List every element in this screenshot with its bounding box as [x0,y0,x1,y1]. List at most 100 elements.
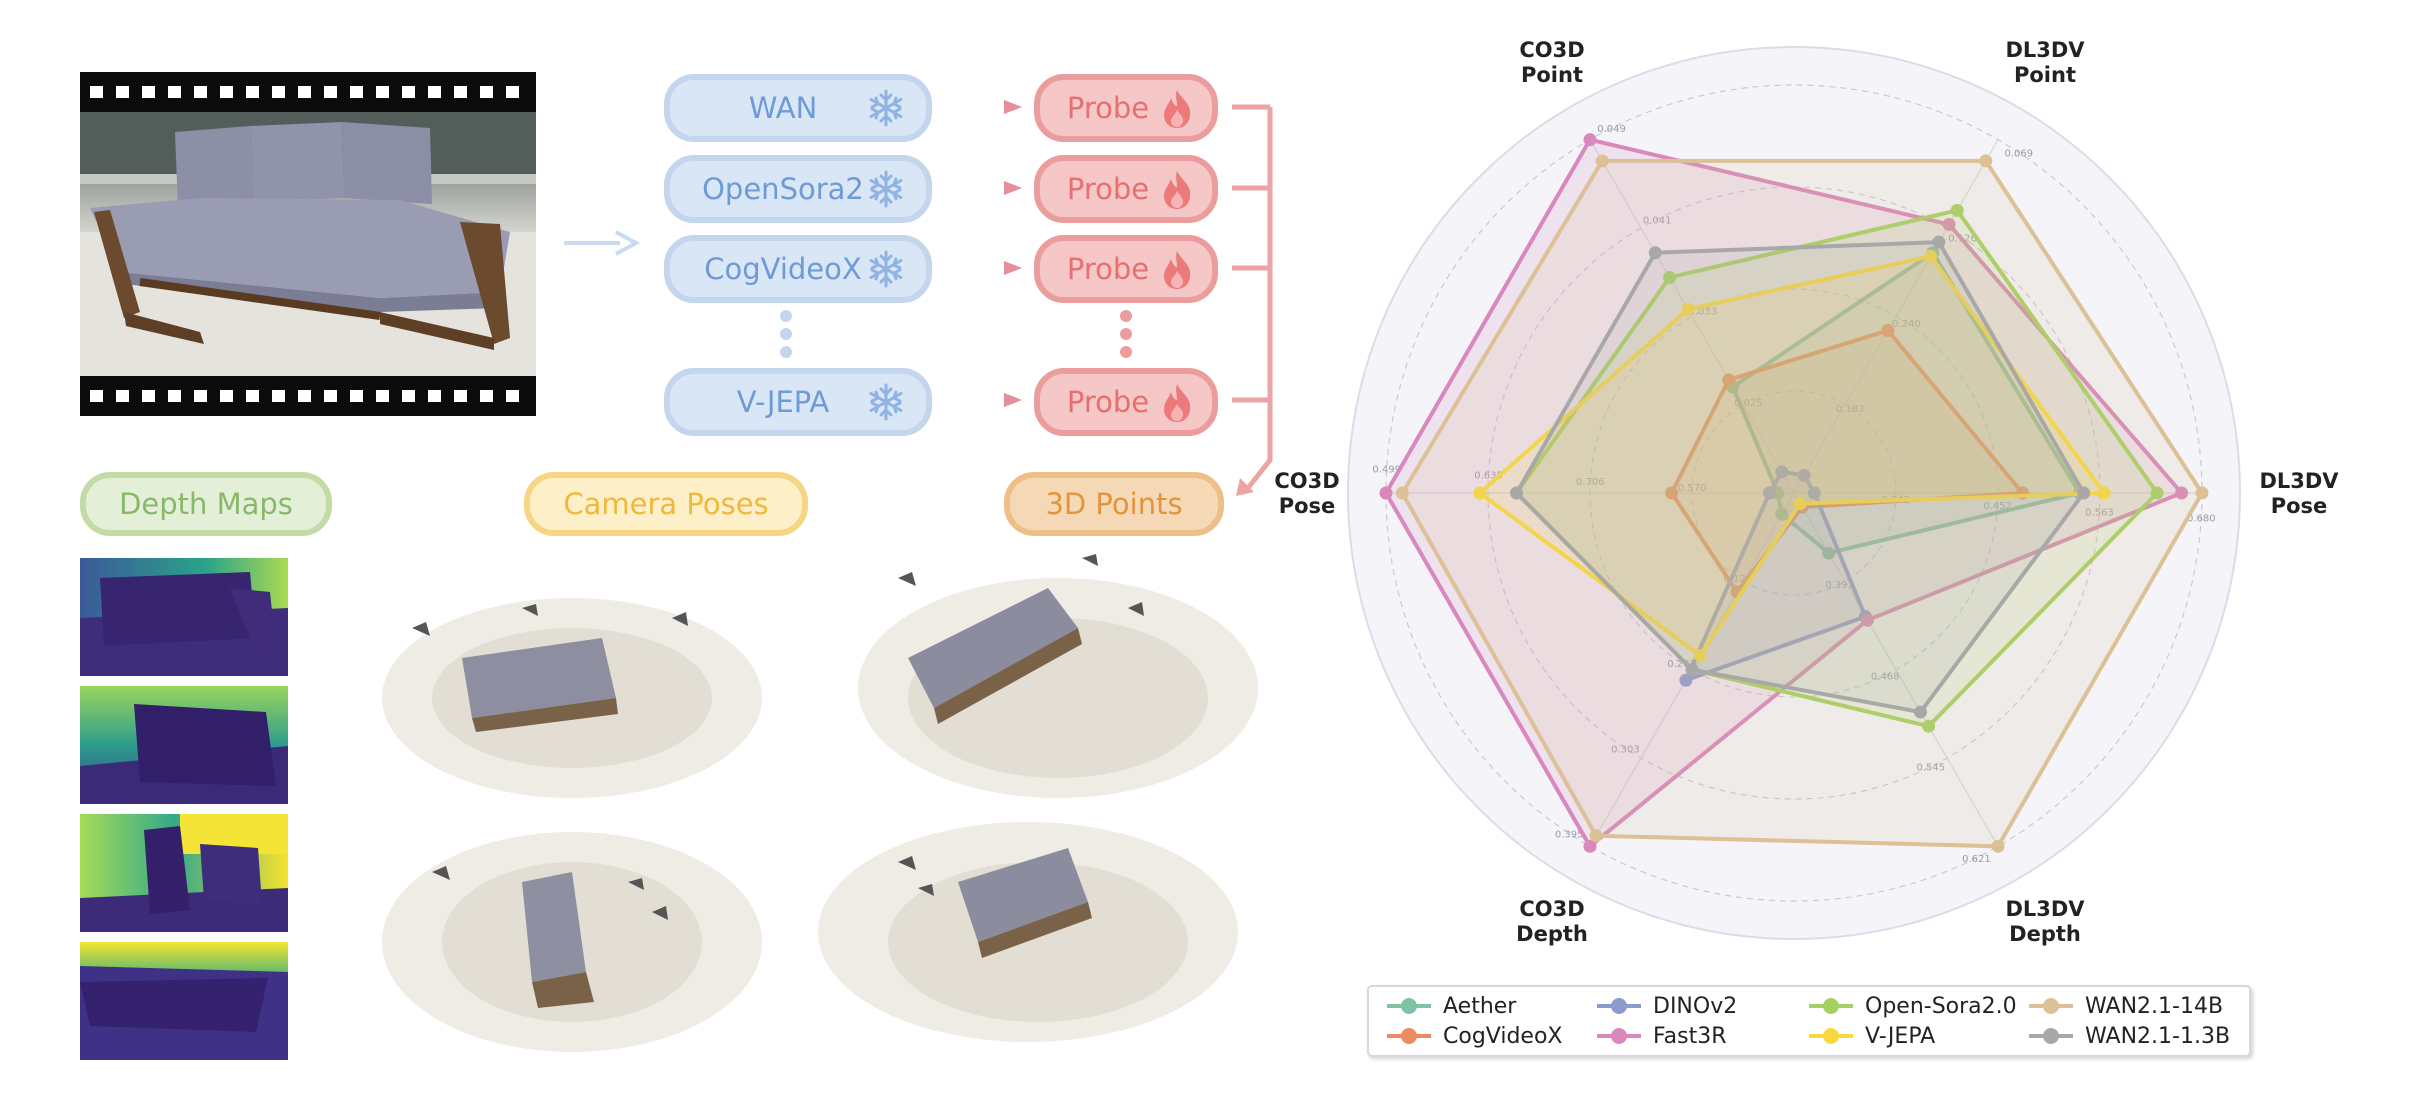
radar-data-point [1913,705,1927,719]
legend-marker [1597,998,1641,1014]
radar-data-point [1924,249,1938,263]
legend-label: WAN2.1-1.3B [2085,1023,2231,1049]
probe-box-4: Probe [1034,368,1218,436]
radar-data-point [2077,486,2091,500]
radar-data-point [1991,839,2005,853]
film-perforation [350,86,363,98]
legend-item: CogVideoX [1387,1021,1563,1051]
radar-data-point [1589,829,1603,843]
film-perforation [142,390,155,402]
film-perforations-top [80,72,536,112]
input-video-film-strip [80,72,536,416]
film-perforation [506,390,519,402]
film-perforation [324,86,337,98]
legend-item: WAN2.1-14B [2029,991,2223,1021]
fire-icon [1164,384,1191,422]
fire-icon [1164,90,1191,128]
radar-spoke [1589,139,1795,494]
film-perforation [116,86,129,98]
film-perforation [246,86,259,98]
film-perforation [194,86,207,98]
radar-series-v-jepa [1473,249,2111,663]
probe-box-3: Probe [1034,235,1218,303]
model-label-vjepa: V-JEPA [736,385,830,419]
film-perforation [298,390,311,402]
radar-data-point [1583,133,1597,147]
radar-grid [1347,46,2241,940]
radar-data-point [1922,719,1936,733]
radar-data-point [1979,154,1993,168]
axis-label-line1: CO3D [1274,469,1339,493]
point-cloud-view [818,822,1238,1042]
legend-marker [2029,1028,2073,1044]
radar-data-point [2195,486,2209,500]
legend-item: V-JEPA [1809,1021,1935,1051]
film-perforation [194,390,207,402]
film-perforation [428,390,441,402]
film-perforation [454,390,467,402]
film-perforation [324,390,337,402]
radar-data-point [1775,507,1789,521]
radar-tick-label: 0.680 [2187,513,2216,524]
model-box-vjepa: V-JEPA [664,368,932,436]
radar-data-point [1648,246,1662,260]
depth-map-thumbnail [80,942,288,1060]
film-perforation [168,86,181,98]
legend-marker [1597,1028,1641,1044]
radar-data-point [1379,486,1393,500]
output-depth-maps: Depth Maps [80,472,332,536]
film-perforation [272,390,285,402]
radar-tick-label: 0.041 [1643,215,1672,226]
legend-marker [1387,1028,1431,1044]
output-camera-poses: Camera Poses [524,472,808,536]
legend-label: Open-Sora2.0 [1865,993,2017,1019]
radar-series-wan2-1-14b [1395,154,2209,853]
film-perforation [90,86,103,98]
radar-data-point [1681,302,1695,316]
film-perforation [506,86,519,98]
model-to-probe-arrows [940,100,1273,496]
legend-item: Open-Sora2.0 [1809,991,2017,1021]
axis-label-line1: DL3DV [2005,38,2085,62]
axis-label-co3d-point: CO3D Point [1519,38,1584,87]
axis-label-line2: Pose [1279,494,1336,518]
output-depth-label: Depth Maps [119,487,293,521]
film-perforation [272,86,285,98]
legend-label: WAN2.1-14B [2085,993,2224,1019]
radar-data-point [2175,486,2189,500]
film-perforation [428,86,441,98]
film-perforation [454,86,467,98]
fire-icon [1164,171,1191,209]
output-points-label: 3D Points [1045,487,1183,521]
radar-tick-label: 0.033 [1688,307,1717,318]
radar-tick-label: 0.499 [1372,465,1401,476]
axis-label-dl3dv-pose: DL3DV Pose [2259,469,2339,518]
radar-data-point [1693,649,1707,663]
radar-series-group [1379,133,2209,853]
fire-icon [1164,251,1191,289]
film-perforation [220,390,233,402]
model-box-opensora2: OpenSora2 [664,155,932,223]
film-perforation [350,390,363,402]
input-video-frame [80,112,536,376]
legend-item: Fast3R [1597,1021,1727,1051]
film-perforation [116,390,129,402]
radar-data-point [1822,546,1836,560]
depth-map-thumbnail [80,558,288,676]
radar-tick-label: 0.621 [1962,854,1991,865]
film-perforation [480,390,493,402]
radar-tick-label: 0.545 [1917,763,1946,774]
radar-series-wan2-1-1-3b [1510,235,2091,719]
radar-data-point [1860,613,1874,627]
radar-tick-label: 0.395 [1555,829,1584,840]
output-3d-points: 3D Points [1004,472,1224,536]
model-label-opensora2: OpenSora2 [702,172,864,206]
radar-tick-label: 0.706 [1576,477,1605,488]
radar-tick-label: 0.468 [1871,671,1900,682]
depth-map-thumbnail [80,686,288,804]
radar-data-point [1722,373,1736,387]
model-box-cogvideox: CogVideoX [664,235,932,303]
radar-data-point [1932,235,1946,249]
legend-item: Aether [1387,991,1516,1021]
